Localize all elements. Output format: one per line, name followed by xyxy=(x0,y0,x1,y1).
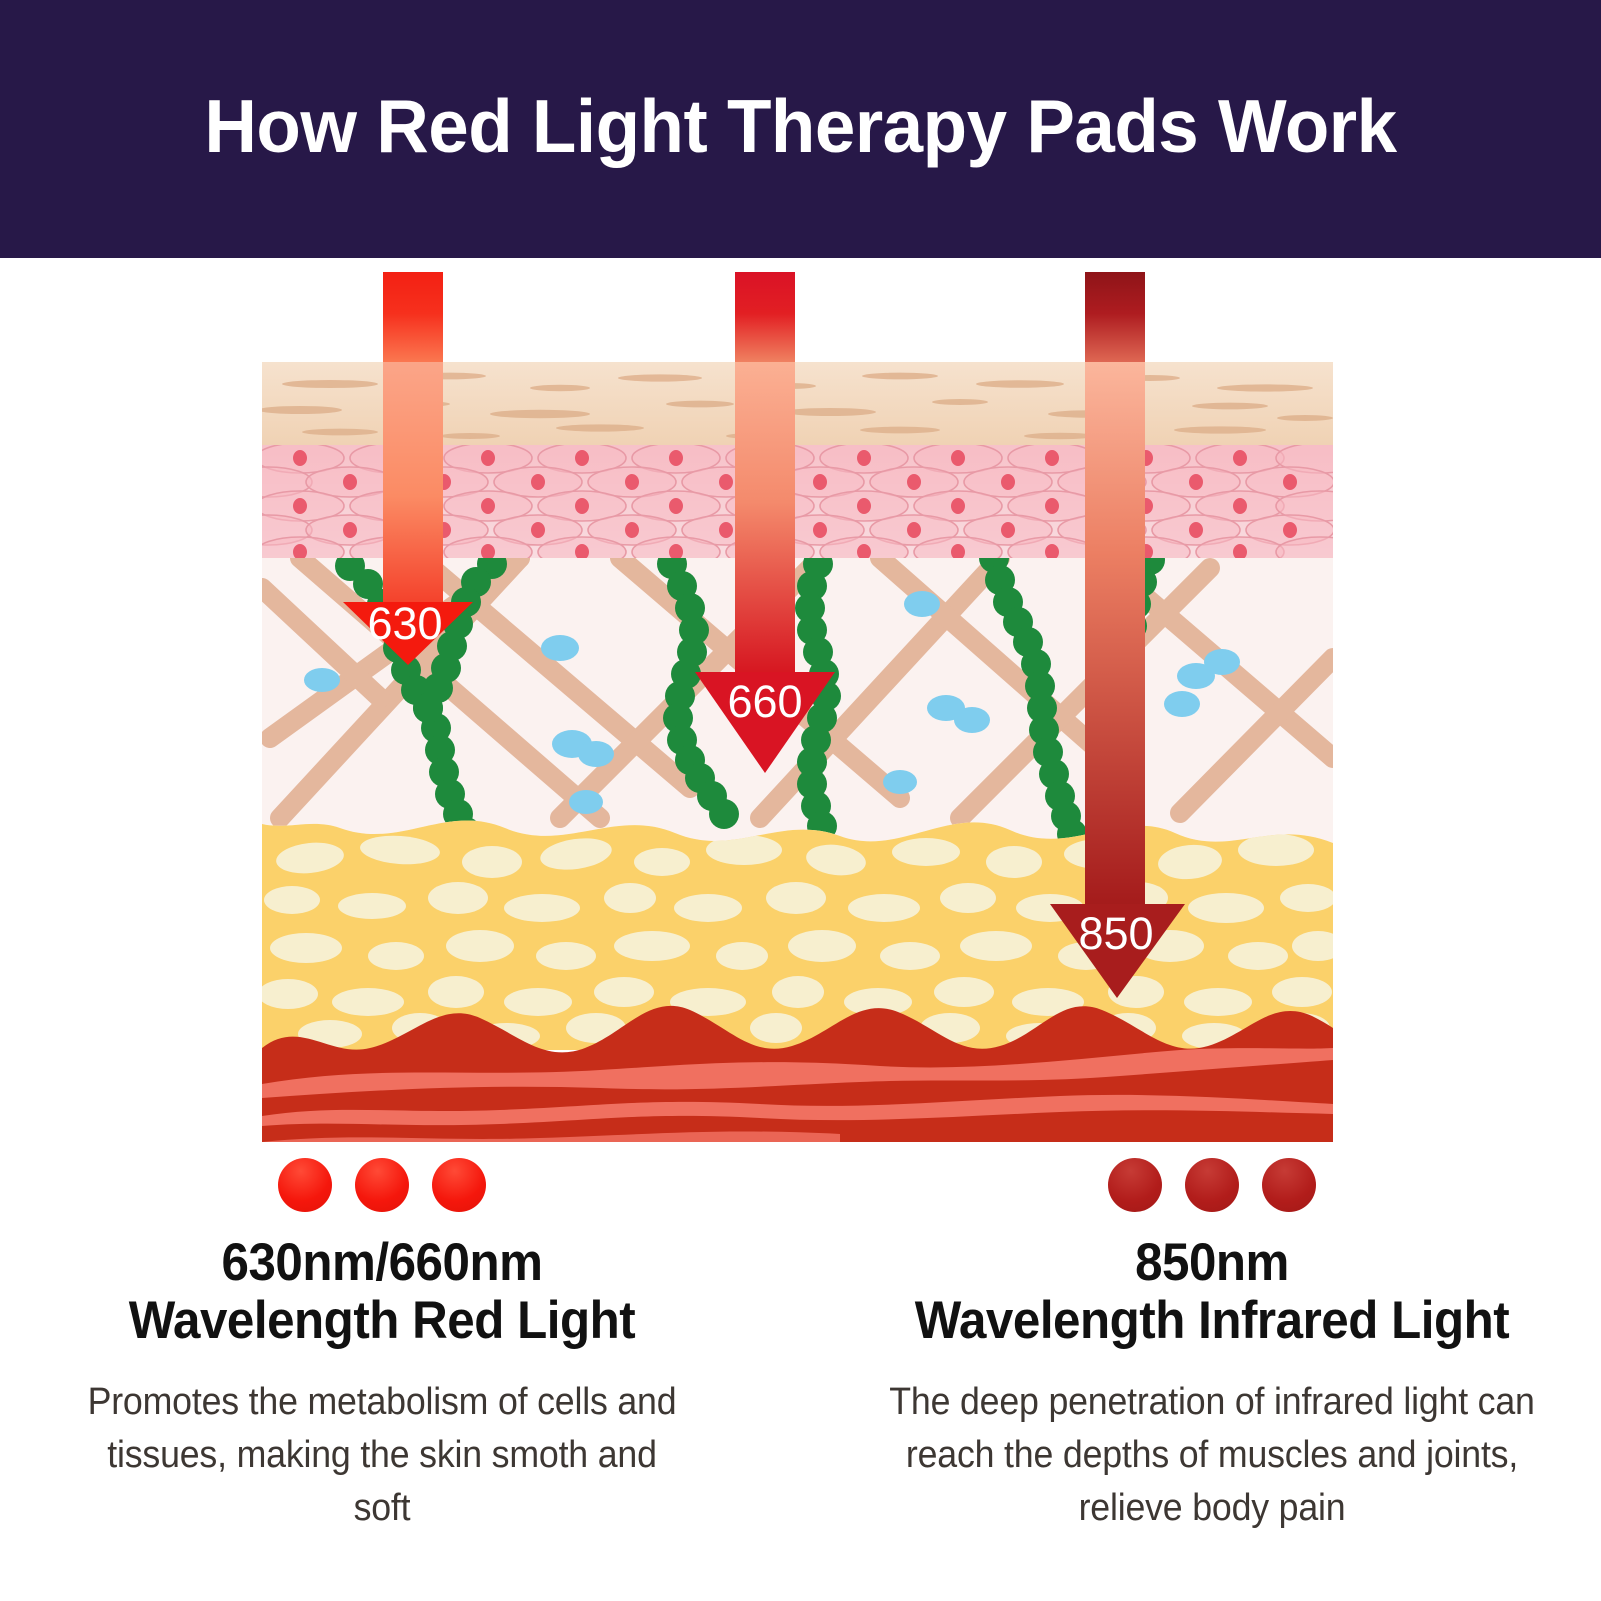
beam-630 xyxy=(383,362,443,606)
beam-above-630 xyxy=(383,272,443,364)
beam-850 xyxy=(1085,362,1145,906)
arrow-label-850: 850 xyxy=(1078,908,1153,959)
legend-column-red-light: 630nm/660nm Wavelength Red Light Promote… xyxy=(22,1150,742,1535)
infrared-dot-2 xyxy=(1185,1158,1239,1212)
infrared-dot-1 xyxy=(1108,1158,1162,1212)
infrared-light-description: The deep penetration of infrared light c… xyxy=(889,1381,1535,1529)
red-light-dots xyxy=(22,1150,742,1220)
skin-cross-section-diagram: 630 660 850 xyxy=(0,258,1601,1158)
red-dot-2 xyxy=(355,1158,409,1212)
arrowhead-630: 630 xyxy=(343,598,473,665)
header-banner: How Red Light Therapy Pads Work xyxy=(0,0,1601,258)
arrow-label-630: 630 xyxy=(367,598,442,649)
red-light-description: Promotes the metabolism of cells and tis… xyxy=(87,1381,677,1529)
muscle-striations xyxy=(262,1048,1333,1142)
legend-column-infrared-light: 850nm Wavelength Infrared Light The deep… xyxy=(852,1150,1572,1535)
arrowhead-850: 850 xyxy=(1050,904,1185,998)
red-dot-1 xyxy=(278,1158,332,1212)
arrowhead-660: 660 xyxy=(695,672,835,773)
red-light-heading: 630nm/660nm Wavelength Red Light xyxy=(47,1234,717,1350)
page-title: How Red Light Therapy Pads Work xyxy=(204,84,1397,168)
beam-above-850 xyxy=(1085,272,1145,364)
beam-above-660 xyxy=(735,272,795,364)
infrared-light-heading-line1: 850nm xyxy=(1135,1233,1289,1292)
infrared-dot-3 xyxy=(1262,1158,1316,1212)
infrared-light-heading-line2: Wavelength Infrared Light xyxy=(914,1291,1510,1350)
red-light-heading-line1: 630nm/660nm xyxy=(221,1233,543,1292)
water-molecules xyxy=(304,591,1240,814)
red-light-heading-line2: Wavelength Red Light xyxy=(128,1291,636,1350)
red-dot-3 xyxy=(432,1158,486,1212)
beam-660 xyxy=(735,362,795,674)
elastin-fibers xyxy=(335,558,1165,843)
legend: 630nm/660nm Wavelength Red Light Promote… xyxy=(0,1150,1601,1601)
infrared-light-dots xyxy=(852,1150,1572,1220)
fat-cells xyxy=(262,834,1333,1049)
infrared-light-heading: 850nm Wavelength Infrared Light xyxy=(877,1234,1547,1350)
arrow-label-660: 660 xyxy=(727,676,802,727)
layer-subcutaneous-fat xyxy=(262,820,1333,1050)
